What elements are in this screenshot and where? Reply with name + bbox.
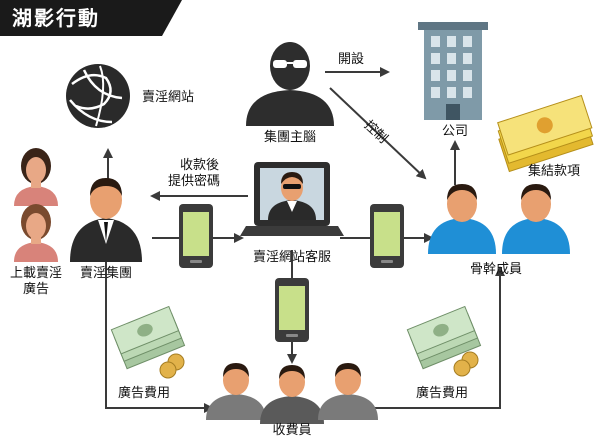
label-setup: 開設 <box>338 52 365 67</box>
label-boss: 集團主腦 <box>263 130 317 145</box>
syndicate-boss-icon <box>70 178 142 262</box>
arrow-ad-fee-left <box>105 262 214 413</box>
collector-icon-1 <box>206 363 266 420</box>
label-company: 公司 <box>441 124 469 139</box>
money-stack-icon <box>497 94 594 173</box>
phone-icon-left <box>179 204 213 268</box>
title-banner <box>0 0 182 36</box>
label-give-password: 提供密碼 <box>168 174 221 189</box>
label-post-ads: 廣告 <box>22 282 50 297</box>
building-icon <box>418 22 488 120</box>
cash-stack-icon-right <box>406 305 482 377</box>
globe-icon <box>66 64 130 128</box>
flow-arrows <box>103 67 505 413</box>
label-collectors: 收費員 <box>272 423 312 438</box>
woman-icon-top <box>14 148 58 206</box>
label-porn-site: 賣淫網站 <box>142 90 195 105</box>
laptop-icon <box>240 162 344 236</box>
label-core-members: 骨幹成員 <box>469 262 523 277</box>
phone-icon-right <box>370 204 404 268</box>
page-title: 湖影行動 <box>12 6 100 30</box>
woman-icon-bottom <box>14 204 58 262</box>
collector-icon-3 <box>318 363 378 420</box>
label-post-prostitutes: 上載賣淫 <box>9 266 63 281</box>
arrow-control <box>329 87 427 180</box>
label-ad-fee-left: 廣告費用 <box>118 386 171 401</box>
label-site-cs: 賣淫網站客服 <box>252 250 332 265</box>
collector-icon-2 <box>260 365 324 424</box>
cash-stack-icon-left <box>110 305 186 379</box>
boss-icon <box>246 42 334 126</box>
core-member-icon-2 <box>502 184 570 254</box>
arrow-ad-fee-right <box>372 266 505 409</box>
phone-icon-bottom <box>275 278 309 342</box>
label-collected-money: 集結款項 <box>528 164 581 179</box>
label-ad-fee-right: 廣告費用 <box>416 386 469 401</box>
label-syndicate: 賣淫集團 <box>79 266 133 281</box>
label-pay-then: 收款後 <box>180 158 220 173</box>
core-member-icon-1 <box>428 184 496 254</box>
